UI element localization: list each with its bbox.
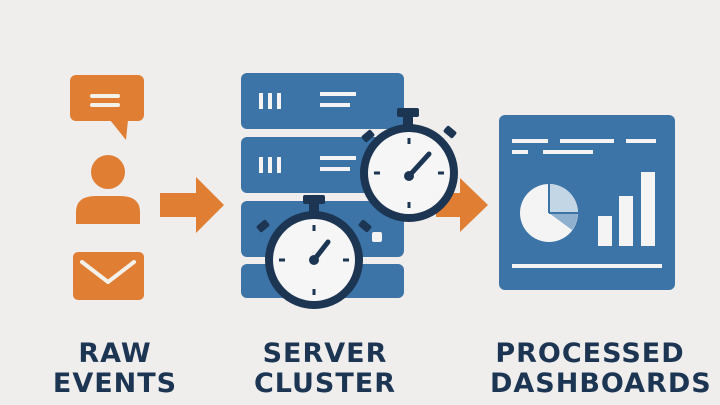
raw-events-label-line1: RAW (78, 338, 152, 369)
raw-events-label-line2: EVENTS (52, 368, 178, 399)
envelope-icon (73, 252, 144, 300)
processed-dashboards-label-line1: PROCESSED (495, 338, 685, 369)
processed-dashboards-label: PROCESSED DASHBOARDS (490, 338, 712, 399)
stopwatch-icon (256, 195, 372, 309)
arrow-right-icon (160, 177, 224, 233)
dashboard-icon (499, 115, 675, 290)
raw-events-label: RAW EVENTS (40, 339, 190, 399)
server-cluster-label-line1: SERVER (262, 338, 388, 369)
pie-chart-icon (520, 184, 578, 242)
server-cluster-label-line2: CLUSTER (253, 368, 397, 399)
chat-bubble-icon (70, 75, 144, 140)
user-icon (76, 155, 140, 224)
stopwatch-icon (360, 108, 458, 222)
server-cluster-label: SERVER CLUSTER (240, 339, 410, 399)
bar-chart-icon (598, 172, 655, 246)
arrow-right-icon (436, 178, 488, 232)
processed-dashboards-label-line2: DASHBOARDS (490, 368, 712, 399)
